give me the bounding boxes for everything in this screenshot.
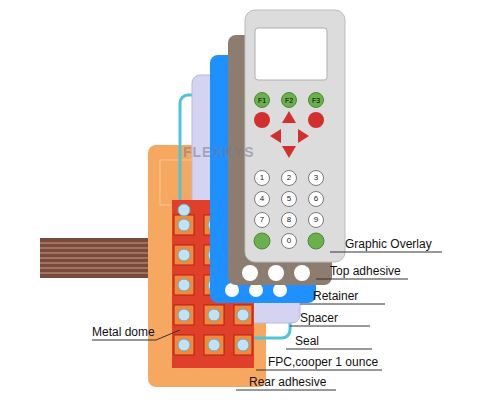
- key-text: 5: [287, 195, 291, 203]
- number-key: 4: [254, 191, 270, 207]
- part-label: FPC,cooper 1 ounce: [268, 356, 378, 368]
- number-key: 1: [254, 170, 270, 186]
- key-text: 0: [287, 237, 291, 245]
- flex-traces: [40, 243, 155, 273]
- number-key: 5: [281, 191, 297, 207]
- number-key: 3: [308, 170, 324, 186]
- part-label: Spacer: [300, 312, 338, 324]
- number-key: 9: [308, 212, 324, 228]
- number-key: 0: [281, 233, 297, 249]
- key-text: 2: [287, 174, 291, 182]
- function-keys: [254, 111, 324, 249]
- key-text: F2: [285, 97, 293, 104]
- key-text: F1: [258, 97, 266, 104]
- part-label: Metal dome: [92, 326, 155, 338]
- key-text: 7: [260, 216, 264, 224]
- number-key: 7: [254, 212, 270, 228]
- part-label: Rear adhesive: [249, 376, 326, 388]
- number-key: 8: [281, 212, 297, 228]
- key-text: 6: [314, 195, 318, 203]
- key-text: 8: [287, 216, 291, 224]
- watermark: FLEXKYS: [183, 145, 255, 159]
- display-window: [255, 28, 327, 80]
- part-label: Top adhesive: [330, 265, 401, 277]
- retainer-holes: [225, 283, 287, 297]
- number-key: 6: [308, 191, 324, 207]
- function-key: F3: [308, 92, 324, 108]
- leader-lines: [92, 252, 442, 390]
- function-key: F1: [254, 92, 270, 108]
- function-key: F2: [281, 92, 297, 108]
- key-text: 4: [260, 195, 264, 203]
- key-text: 9: [314, 216, 318, 224]
- part-label: Retainer: [313, 290, 358, 302]
- graphic-overlay: [245, 10, 345, 262]
- flex-tail: [40, 238, 155, 278]
- key-text: 1: [260, 174, 264, 182]
- part-label: Seal: [295, 335, 319, 347]
- key-text: 3: [314, 174, 318, 182]
- part-label: Graphic Overlay: [345, 238, 432, 250]
- adhesive-holes: [242, 265, 310, 281]
- number-key: 2: [281, 170, 297, 186]
- key-text: F3: [312, 97, 320, 104]
